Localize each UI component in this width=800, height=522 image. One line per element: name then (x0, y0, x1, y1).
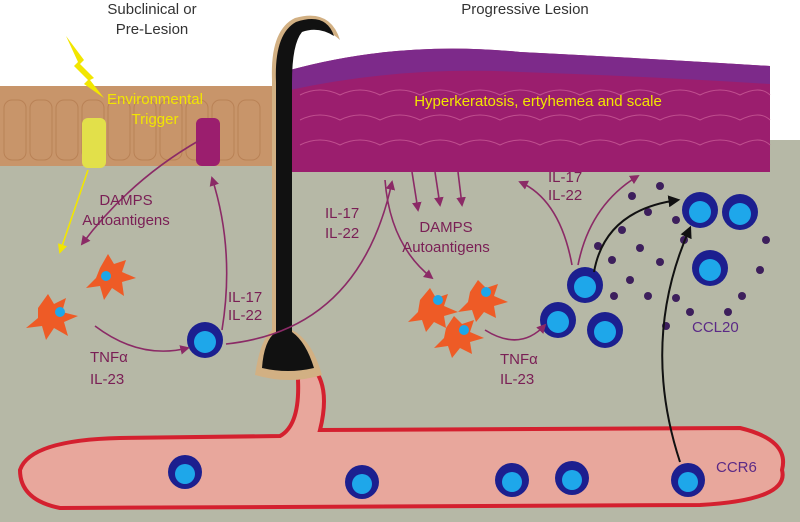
il22-right: IL-22 (548, 187, 582, 204)
lesion-cell-left (196, 118, 220, 166)
stage-right-title: Progressive Lesion (461, 1, 589, 18)
signal-arrows (80, 139, 692, 463)
damps-left-line1: DAMPS (99, 192, 152, 209)
t-cells (168, 192, 758, 499)
trigger-cell (82, 118, 106, 168)
lesional-epidermis (290, 48, 771, 172)
dendritic-cells-left (26, 254, 136, 340)
il22-center: IL-22 (325, 225, 359, 242)
il17-left: IL-17 (228, 289, 262, 306)
tnfa-left: TNFα (90, 349, 128, 366)
blood-vessel (17, 366, 786, 511)
lightning-bolt (66, 36, 104, 98)
normal-epidermis (0, 86, 290, 166)
dendritic-cells-right (408, 280, 508, 358)
ccl20-label: CCL20 (692, 319, 739, 336)
il22-left: IL-22 (228, 307, 262, 324)
environmental-trigger-line1: Environmental (107, 91, 203, 108)
il23-left: IL-23 (90, 371, 124, 388)
ccl20-chemokines (594, 182, 770, 330)
environmental-trigger-line2: Trigger (132, 111, 179, 128)
stage-left-title-line2: Pre-Lesion (116, 21, 189, 38)
ccr6-label: CCR6 (716, 459, 757, 476)
il17-center: IL-17 (325, 205, 359, 222)
trigger-arrow (57, 169, 89, 254)
damps-right-line1: DAMPS (419, 219, 472, 236)
damps-left-line2: Autoantigens (82, 212, 170, 229)
il17-right: IL-17 (548, 169, 582, 186)
hyperkeratosis-label: Hyperkeratosis, ertyhemea and scale (414, 93, 662, 110)
il23-right: IL-23 (500, 371, 534, 388)
hair-follicle (255, 15, 340, 380)
stage-left-title-line1: Subclinical or (107, 1, 196, 18)
damps-right-line2: Autoantigens (402, 239, 490, 256)
tnfa-right: TNFα (500, 351, 538, 368)
